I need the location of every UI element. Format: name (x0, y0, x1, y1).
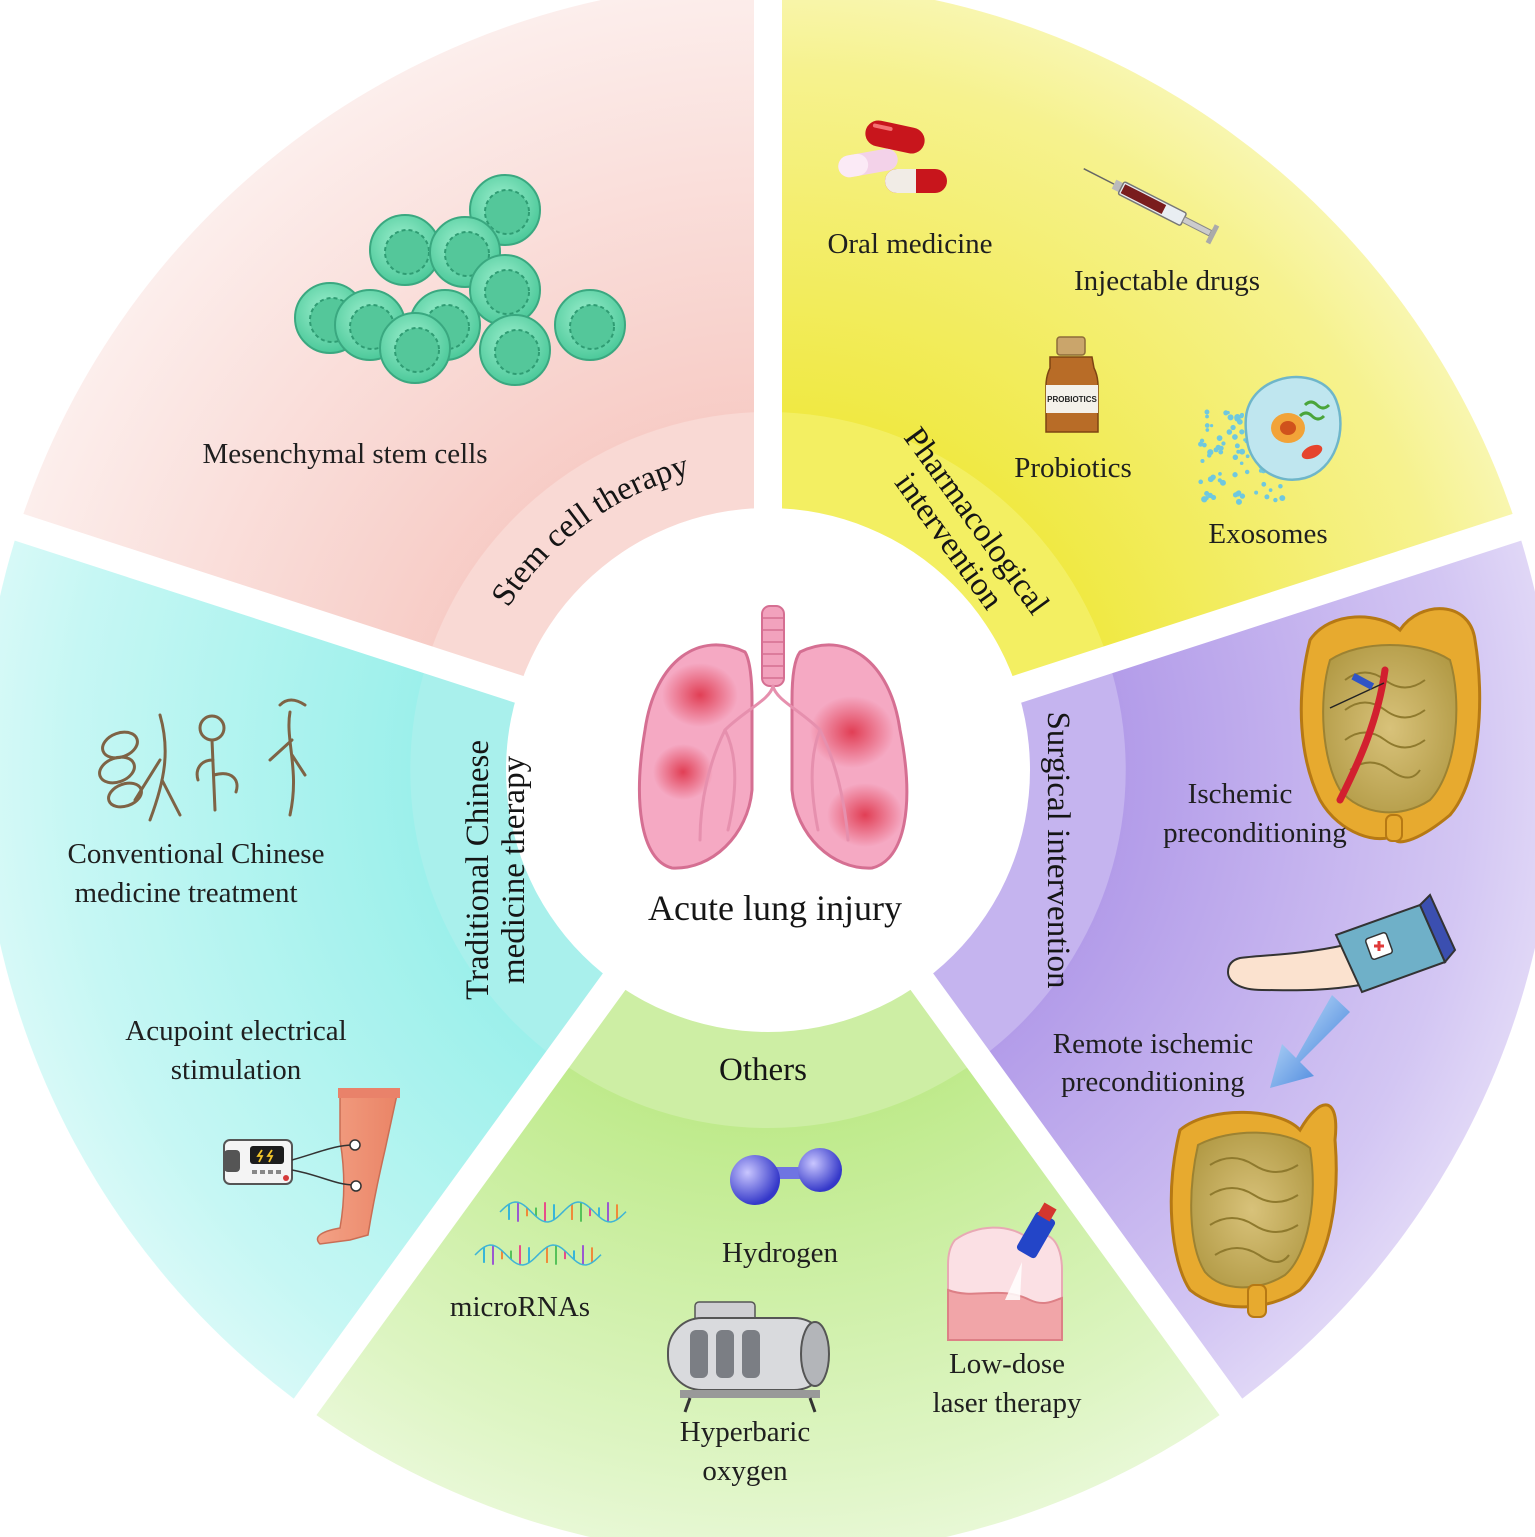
exosome-dot (1202, 442, 1207, 448)
cmt-label-line2: medicine treatment (74, 877, 297, 909)
injectable-drugs-label: Injectable drugs (1074, 265, 1260, 297)
bottle-label: PROBIOTICS (1047, 395, 1097, 404)
hyperbaric-oxygen-label-line2: oxygen (702, 1455, 788, 1487)
intestine-icon (1299, 607, 1482, 844)
msc-label: Mesenchymal stem cells (202, 438, 487, 470)
exosome-dot (1244, 469, 1250, 475)
cmt-label-line1: Conventional Chinese (68, 838, 325, 870)
exosome-dot (1204, 409, 1210, 415)
acupoint-label-line2: stimulation (171, 1054, 302, 1086)
exosome-dot (1227, 414, 1234, 421)
exosome-dot (1232, 454, 1239, 460)
electrostimulation-icon (223, 1088, 400, 1245)
acupoint-label-line1: Acupoint electrical (125, 1015, 346, 1047)
exosome-dot (1237, 419, 1243, 425)
tcm-title-line1: Traditional Chinese (460, 740, 496, 1000)
exosome-dot (1254, 490, 1259, 495)
exosome-dot (1198, 479, 1204, 485)
stem-cell (369, 214, 441, 286)
exosome-dot (1239, 461, 1244, 466)
intestine-large-icon (1169, 1103, 1338, 1318)
rna-backbone (499, 1201, 627, 1223)
ischemic-preconditioning-label-line2: preconditioning (1163, 817, 1347, 849)
exosome-dot (1204, 423, 1210, 428)
exosome-dot (1200, 458, 1205, 464)
hyperbaric-oxygen-label-line1: Hyperbaric (680, 1416, 810, 1448)
exosome-dot (1205, 414, 1209, 419)
oral-medicine-label: Oral medicine (827, 228, 992, 260)
rna-backbone (474, 1244, 602, 1266)
exosome-dot (1217, 478, 1222, 483)
hydrogen-molecule-icon (730, 1148, 842, 1205)
pills-icon (838, 120, 947, 193)
microrna-icon (474, 1201, 627, 1266)
center-circle (506, 508, 1030, 1032)
exosome-dot (1264, 494, 1270, 500)
svg-text:Surgical intervention: Surgical intervention (1040, 711, 1076, 988)
hyperbaric-chamber-icon (667, 1301, 830, 1413)
exosome-dot (1218, 471, 1222, 476)
exosome-cell-icon (1198, 375, 1342, 505)
exosome-dot (1232, 492, 1238, 498)
syringe-icon (1083, 168, 1220, 245)
exosome-dot (1273, 497, 1278, 503)
exosome-dot (1234, 443, 1240, 449)
laser-therapy-label-line2: laser therapy (933, 1387, 1082, 1419)
laser-skin-icon (947, 1202, 1063, 1341)
exosome-dot (1226, 410, 1230, 415)
exosome-dot (1226, 429, 1233, 435)
exosome-dot (1279, 495, 1286, 502)
lungs-icon (637, 605, 909, 870)
exosome-dot (1221, 441, 1226, 446)
stem-cell (479, 314, 551, 386)
remote-preconditioning-label-line1: Remote ischemic (1053, 1028, 1254, 1060)
exosome-dot (1230, 424, 1236, 431)
exosome-dot (1205, 428, 1210, 432)
exosome-dot (1234, 414, 1241, 421)
exosome-dot (1239, 493, 1246, 499)
exosome-dot (1217, 445, 1221, 449)
ischemic-preconditioning-label-line1: Ischemic (1188, 778, 1293, 810)
exosome-dot (1261, 481, 1267, 487)
tcm-title-line2: medicine therapy (496, 755, 532, 984)
exosome-dot (1218, 449, 1224, 455)
exosomes-label: Exosomes (1208, 518, 1327, 550)
exosome-dot (1210, 494, 1217, 501)
hydrogen-label: Hydrogen (722, 1237, 838, 1269)
probiotics-label: Probiotics (1014, 452, 1132, 484)
exosome-dot (1245, 454, 1250, 459)
exosome-dot (1204, 496, 1209, 500)
down-arrow-icon (1270, 995, 1350, 1088)
probiotics-bottle-icon: PROBIOTICS (1045, 336, 1099, 433)
tcm-title: Traditional Chinese medicine therapy (460, 740, 532, 1000)
exosome-dot (1268, 488, 1273, 492)
exosome-dot (1278, 483, 1283, 489)
laser-therapy-label-line1: Low-dose (949, 1348, 1065, 1380)
stem-cell (379, 312, 451, 384)
herbs-icon (98, 698, 307, 822)
exosome-dot (1235, 498, 1242, 505)
stem-cells-icon (294, 174, 626, 386)
exosome-dot (1198, 441, 1204, 447)
exosome-dot (1207, 453, 1212, 458)
arm-cuff-icon (1226, 893, 1457, 994)
stem-cell (554, 289, 626, 361)
center-title: Acute lung injury (648, 888, 902, 928)
exosome-dot (1239, 448, 1246, 455)
surgical-title: Surgical intervention (1040, 711, 1076, 988)
exosome-dot (1232, 434, 1238, 440)
exosome-dot (1239, 429, 1245, 435)
exosome-dot (1216, 435, 1223, 441)
microrna-label: microRNAs (450, 1291, 590, 1323)
exosome-dot (1236, 449, 1241, 454)
stem-cell (469, 254, 541, 326)
exosome-dot (1232, 472, 1238, 478)
others-title: Others (719, 1052, 807, 1088)
exosome-dot (1210, 424, 1214, 428)
remote-preconditioning-label-line2: preconditioning (1061, 1066, 1245, 1098)
exosome-dot (1207, 476, 1214, 483)
